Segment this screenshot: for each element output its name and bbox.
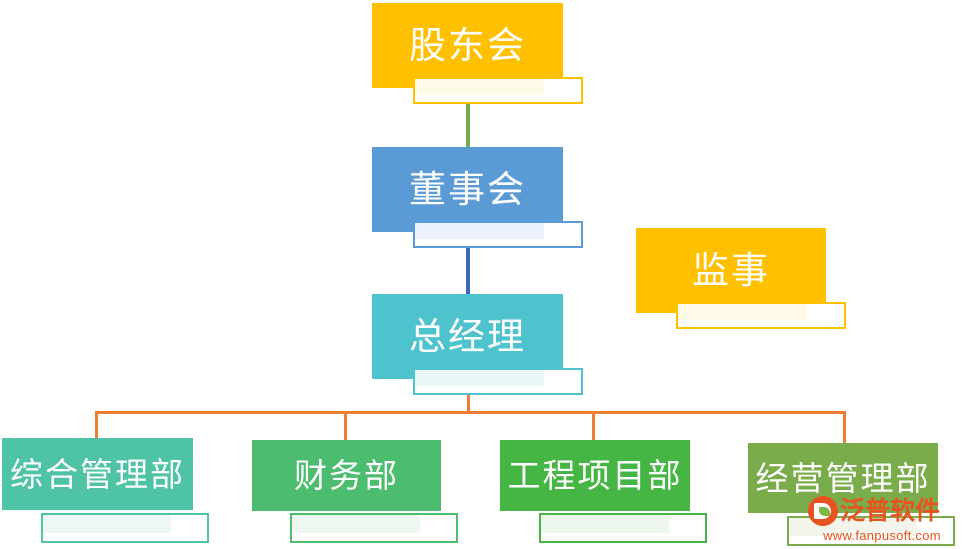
org-node-box-supervisor[interactable]: 监事 (636, 228, 826, 313)
org-node-label-dept-engineering: 工程项目部 (507, 457, 683, 494)
org-node-box-dept-engineering[interactable]: 工程项目部 (500, 440, 690, 511)
org-node-box-general-manager[interactable]: 总经理 (372, 294, 563, 379)
connector-drop-finance (344, 411, 347, 442)
org-node-caption-plate-dept-engineering (539, 513, 707, 543)
org-node-caption-plate-dept-finance (290, 513, 458, 543)
org-node-box-dept-finance[interactable]: 财务部 (252, 440, 441, 511)
org-node-label-supervisor: 监事 (692, 250, 770, 291)
connector-dept-bus (95, 411, 846, 414)
org-node-caption-plate-dept-admin (41, 513, 209, 543)
org-node-label-general-manager: 总经理 (409, 316, 526, 357)
org-node-box-dept-admin[interactable]: 综合管理部 (2, 438, 193, 510)
org-node-caption-fill-general-manager (415, 370, 545, 386)
org-node-caption-fill-dept-engineering (541, 515, 669, 533)
connector-gm-stem (467, 379, 470, 411)
connector-drop-engineering (592, 411, 595, 442)
connector-board-to-gm (466, 232, 470, 294)
org-node-caption-plate-dept-operations (787, 516, 955, 546)
org-node-caption-fill-dept-finance (292, 515, 420, 533)
org-node-caption-fill-dept-operations (789, 518, 917, 536)
connector-shareholders-to-board (466, 88, 470, 147)
org-node-label-shareholders: 股东会 (409, 25, 526, 66)
org-node-label-dept-operations: 经营管理部 (755, 459, 931, 497)
org-node-caption-fill-board (415, 223, 545, 239)
connector-drop-operations (843, 411, 846, 445)
org-node-label-dept-admin: 综合管理部 (10, 455, 185, 493)
org-node-caption-plate-general-manager (413, 368, 583, 395)
org-node-label-dept-finance: 财务部 (294, 457, 399, 494)
connector-drop-admin (95, 411, 98, 440)
org-node-caption-plate-board (413, 221, 583, 248)
org-node-caption-fill-supervisor (678, 304, 808, 320)
org-node-caption-plate-supervisor (676, 302, 846, 329)
org-node-box-dept-operations[interactable]: 经营管理部 (748, 443, 938, 513)
org-node-box-shareholders[interactable]: 股东会 (372, 3, 563, 88)
org-node-caption-plate-shareholders (413, 77, 583, 104)
org-node-caption-fill-dept-admin (43, 515, 171, 533)
org-node-label-board: 董事会 (409, 169, 526, 210)
org-node-caption-fill-shareholders (415, 79, 545, 95)
org-node-box-board[interactable]: 董事会 (372, 147, 563, 232)
